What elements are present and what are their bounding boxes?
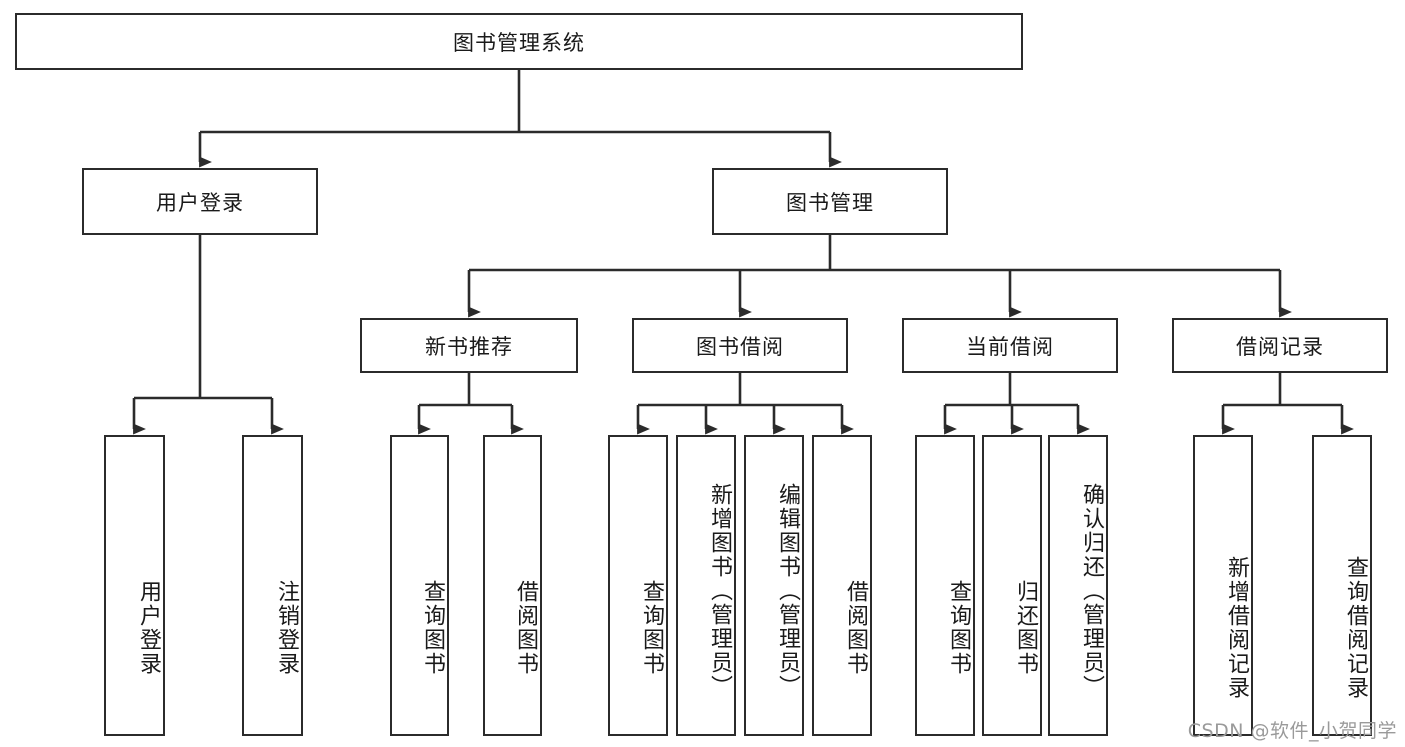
leaf-borrow-books-recommend[interactable]: 借阅图书 <box>483 435 542 736</box>
leaf-user-login[interactable]: 用户登录 <box>104 435 165 736</box>
leaf-add-book-admin[interactable]: 新增图书（管理员） <box>676 435 736 736</box>
leaf-return-books[interactable]: 归还图书 <box>982 435 1042 736</box>
node-user-login[interactable]: 用户登录 <box>82 168 318 235</box>
leaf-borrow-books[interactable]: 借阅图书 <box>812 435 872 736</box>
leaf-query-borrow-record[interactable]: 查询借阅记录 <box>1312 435 1372 736</box>
node-borrow-record[interactable]: 借阅记录 <box>1172 318 1388 373</box>
node-book-management[interactable]: 图书管理 <box>712 168 948 235</box>
node-book-borrow[interactable]: 图书借阅 <box>632 318 848 373</box>
node-root[interactable]: 图书管理系统 <box>15 13 1023 70</box>
node-new-book-recommend[interactable]: 新书推荐 <box>360 318 578 373</box>
leaf-confirm-return-admin[interactable]: 确认归还（管理员） <box>1048 435 1108 736</box>
leaf-add-borrow-record[interactable]: 新增借阅记录 <box>1193 435 1253 736</box>
node-current-borrow[interactable]: 当前借阅 <box>902 318 1118 373</box>
leaf-user-logout[interactable]: 注销登录 <box>242 435 303 736</box>
leaf-query-books-recommend[interactable]: 查询图书 <box>390 435 449 736</box>
leaf-query-books-borrow[interactable]: 查询图书 <box>608 435 668 736</box>
csdn-watermark: CSDN @软件_小贺同学 <box>1187 720 1397 742</box>
leaf-query-books-current[interactable]: 查询图书 <box>915 435 975 736</box>
leaf-edit-book-admin[interactable]: 编辑图书（管理员） <box>744 435 804 736</box>
